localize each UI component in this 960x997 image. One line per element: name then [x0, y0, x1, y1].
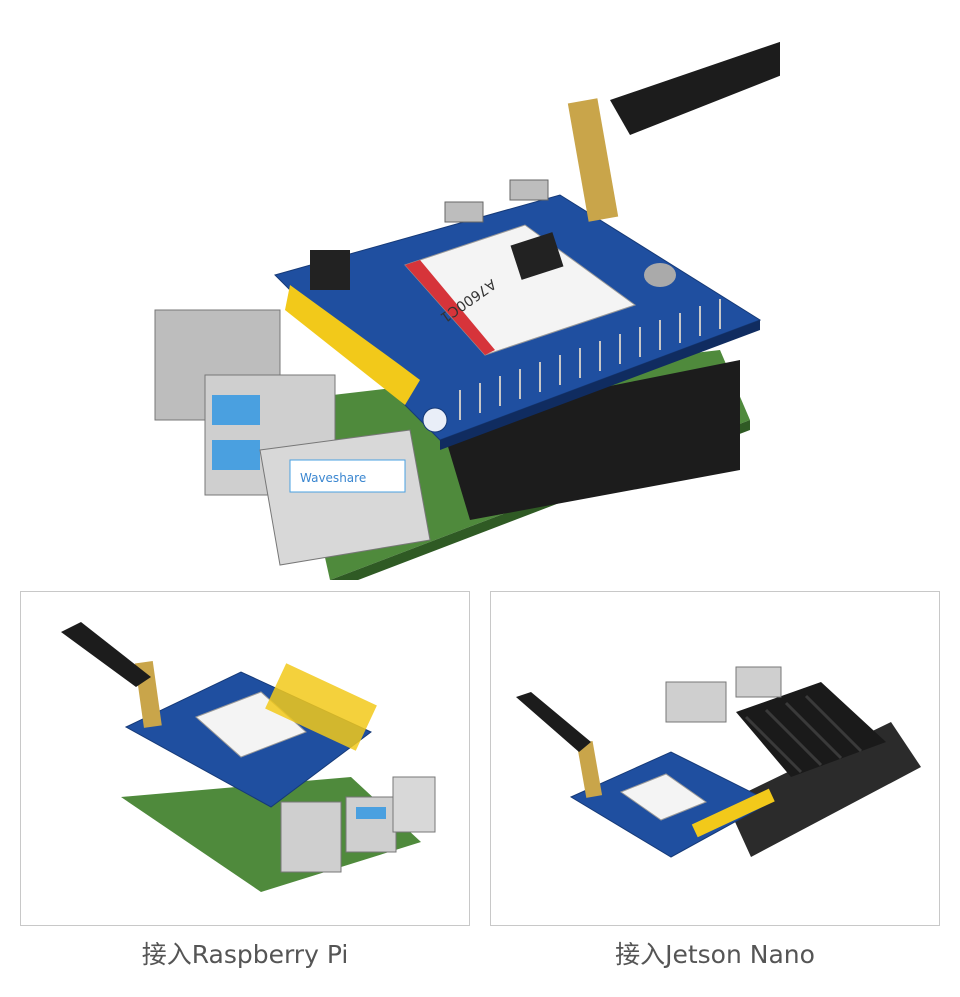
caption-raspberry-pi: 接入Raspberry Pi [141, 940, 349, 969]
jetson-nano-panel [490, 591, 940, 926]
raspberry-pi-panel [20, 591, 470, 926]
rj45-label: Waveshare [300, 471, 366, 485]
hat-on-raspberry-pi-thumbnail [61, 622, 436, 892]
hat-on-raspberry-pi-illustration: Waveshare A7600C1 [154, 41, 780, 580]
main-product-photo: Waveshare A7600C1 [140, 20, 780, 580]
caption-jetson-nano: 接入Jetson Nano [615, 940, 815, 969]
hat-on-jetson-nano-thumbnail [516, 666, 921, 858]
